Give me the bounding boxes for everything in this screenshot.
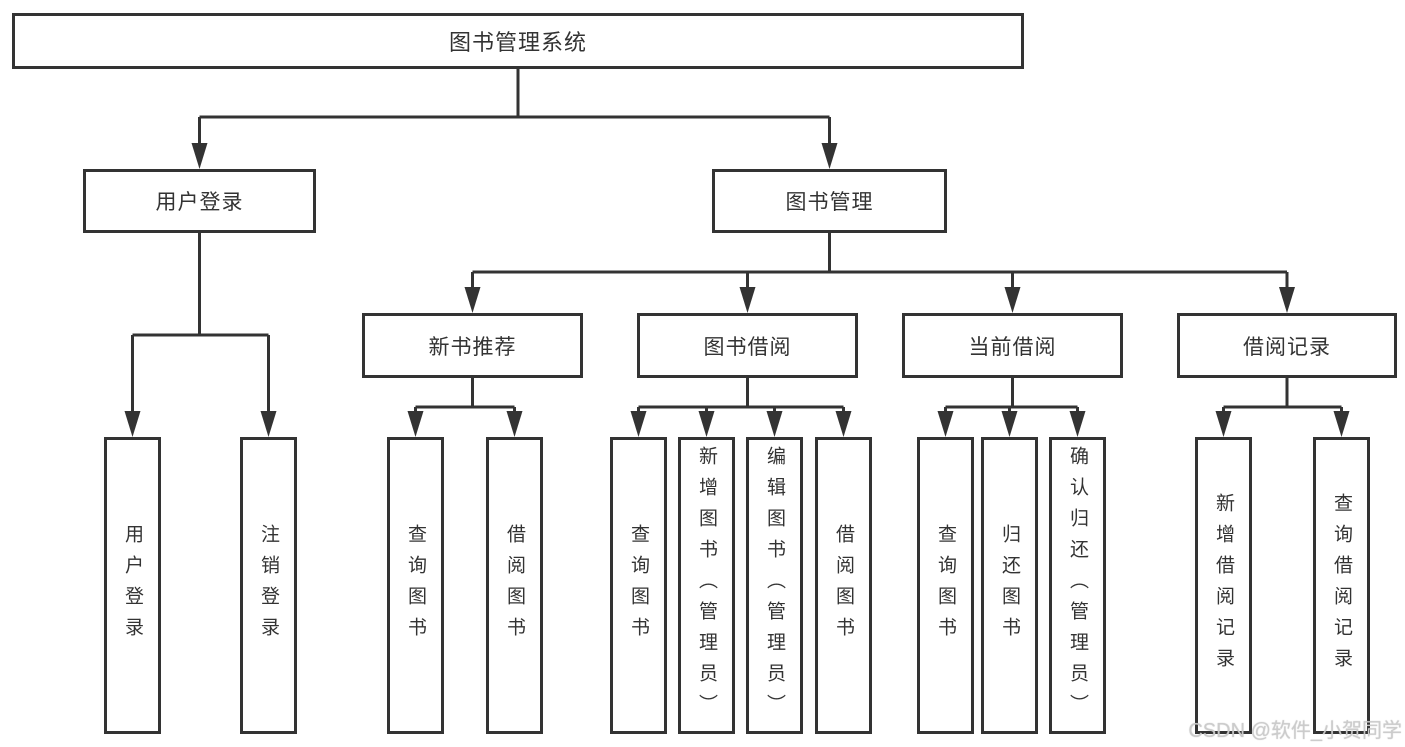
node-root-label: 图书管理系统 [448,30,587,55]
leaf-current-return-books-label: 归还图书 [999,523,1020,648]
node-current-borrow-label: 当前借阅 [968,335,1057,359]
leaf-current-query-books-label: 查询图书 [935,523,956,648]
leaf-user-login-label: 用户登录 [122,523,143,648]
leaf-borrow-add-books-admin: 新增图书（管理员） [678,437,735,734]
leaf-recommend-query-books-label: 查询图书 [405,523,426,648]
leaf-logout: 注销登录 [240,437,297,734]
node-book-management: 图书管理 [712,169,947,233]
leaf-borrow-borrow-books-label: 借阅图书 [833,523,854,648]
leaf-borrow-borrow-books: 借阅图书 [815,437,872,734]
node-current-borrow: 当前借阅 [902,313,1123,378]
leaf-current-return-books: 归还图书 [981,437,1038,734]
leaf-borrow-query-books-label: 查询图书 [628,523,649,648]
node-borrow-records: 借阅记录 [1177,313,1397,378]
node-book-management-label: 图书管理 [785,191,874,214]
leaf-borrow-add-books-admin-label: 新增图书（管理员） [696,446,717,725]
node-borrow-records-label: 借阅记录 [1243,335,1331,359]
node-book-borrow-label: 图书借阅 [703,335,792,359]
node-book-borrow: 图书借阅 [637,313,858,378]
csdn-watermark: CSDN @软件_小贺同学 [1188,720,1402,742]
leaf-borrow-query-books: 查询图书 [610,437,667,734]
leaf-records-add-record: 新增借阅记录 [1195,437,1252,734]
leaf-user-login: 用户登录 [104,437,161,734]
leaf-records-query-record-label: 查询借阅记录 [1331,492,1352,679]
leaf-current-confirm-return-admin-label: 确认归还（管理员） [1067,446,1088,725]
leaf-records-add-record-label: 新增借阅记录 [1213,492,1234,679]
leaf-borrow-edit-books-admin-label: 编辑图书（管理员） [764,446,785,725]
leaf-records-query-record: 查询借阅记录 [1313,437,1370,734]
leaf-borrow-edit-books-admin: 编辑图书（管理员） [746,437,803,734]
leaf-current-query-books: 查询图书 [917,437,974,734]
leaf-current-confirm-return-admin: 确认归还（管理员） [1049,437,1106,734]
leaf-recommend-borrow-books-label: 借阅图书 [504,523,525,648]
arrowheads [124,143,1350,437]
leaf-recommend-borrow-books: 借阅图书 [486,437,543,734]
leaf-logout-label: 注销登录 [258,523,279,648]
node-user-login-label: 用户登录 [155,191,244,214]
node-user-login: 用户登录 [83,169,316,233]
node-new-book-recommend: 新书推荐 [362,313,583,378]
node-new-book-recommend-label: 新书推荐 [428,335,517,359]
leaf-recommend-query-books: 查询图书 [387,437,444,734]
node-root: 图书管理系统 [12,13,1024,69]
